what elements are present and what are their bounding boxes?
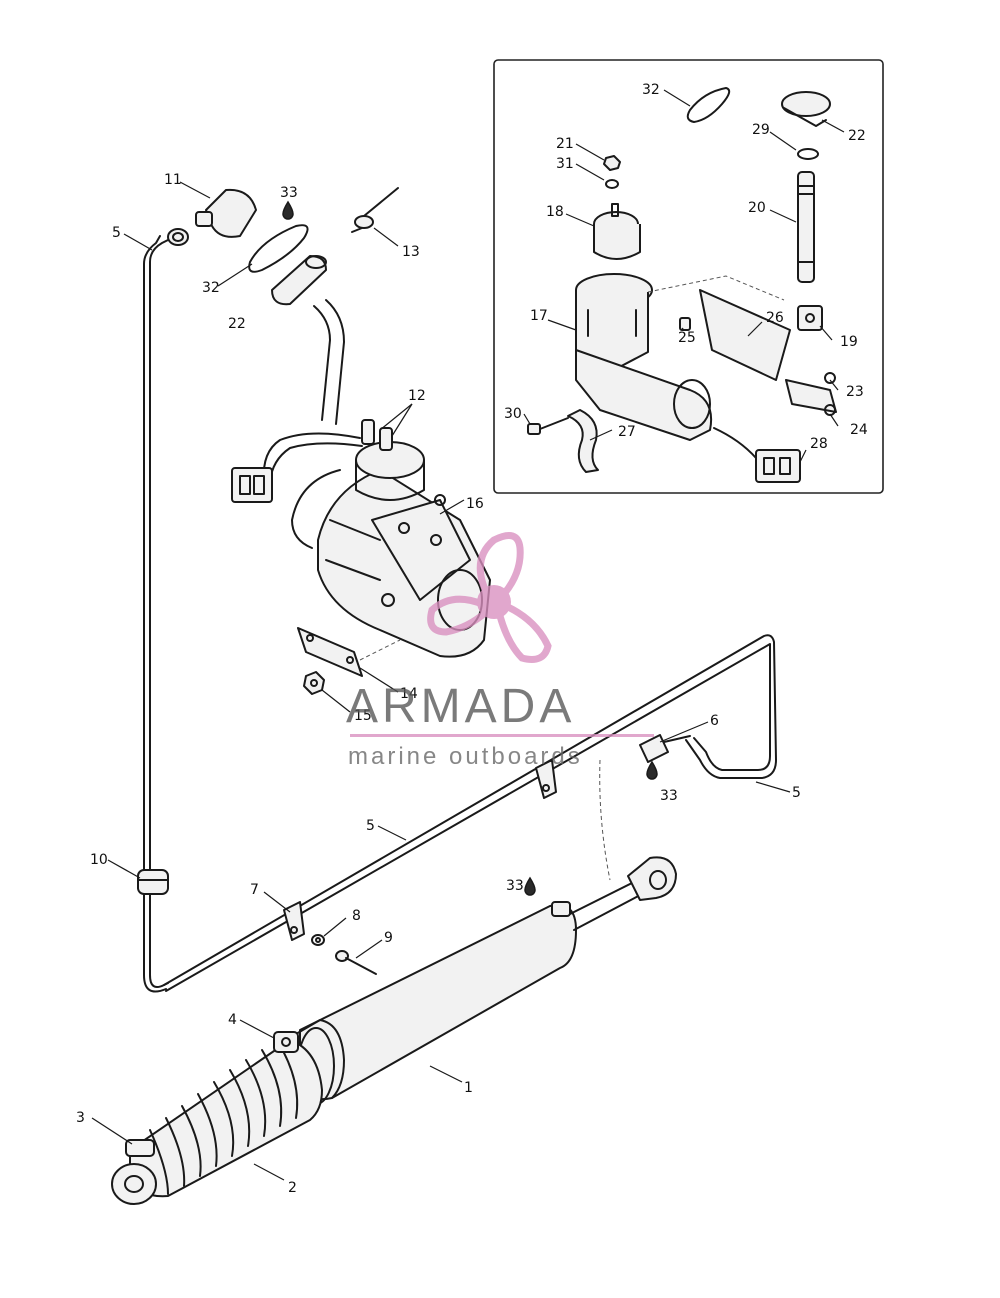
line-clamp-upper xyxy=(535,759,557,799)
inset-washer xyxy=(605,179,619,189)
callout-33-top: 33 xyxy=(280,185,298,201)
propeller-icon xyxy=(427,532,552,663)
elbow-fitting xyxy=(195,188,257,238)
inset-pump-motor xyxy=(575,273,712,441)
callout-19: 19 xyxy=(840,334,858,350)
callout-14: 14 xyxy=(400,686,418,702)
washer xyxy=(311,934,325,946)
callout-16: 16 xyxy=(466,496,484,512)
callout-17: 17 xyxy=(530,308,548,324)
inset-reservoir xyxy=(593,203,641,260)
callout-33-middle: 33 xyxy=(506,878,524,894)
pump-motor-assembly xyxy=(317,441,491,658)
callout-2: 2 xyxy=(288,1180,297,1196)
callout-23: 23 xyxy=(846,384,864,400)
hydraulic-line-long xyxy=(163,634,777,992)
callout-27: 27 xyxy=(618,424,636,440)
inset-guide-line xyxy=(647,275,785,301)
rod-eye xyxy=(627,856,677,901)
cylinder-end-eye xyxy=(111,1163,157,1205)
callout-11: 11 xyxy=(164,172,182,188)
pump-valve-fittings xyxy=(361,419,393,451)
inset-switch-bracket xyxy=(785,372,837,416)
mount-bracket xyxy=(297,627,363,677)
callout-30: 30 xyxy=(504,406,522,422)
inset-filler-tube xyxy=(797,171,815,283)
watermark-divider xyxy=(350,734,654,737)
sealant-drop-icon xyxy=(282,200,294,220)
callout-29: 29 xyxy=(752,122,770,138)
line-fitting xyxy=(639,734,691,763)
trim-cylinder-body xyxy=(295,904,577,1105)
wiring-harness xyxy=(262,432,363,549)
callout-8: 8 xyxy=(352,908,361,924)
callout-20: 20 xyxy=(748,200,766,216)
hex-nut xyxy=(303,671,325,695)
breather-valve xyxy=(351,187,399,233)
callout-22-main: 22 xyxy=(228,316,246,332)
fill-hose xyxy=(313,299,345,425)
inset-relay xyxy=(797,305,823,331)
leader-lines xyxy=(91,89,845,1181)
tee-fitting xyxy=(167,228,189,246)
callout-32-main: 32 xyxy=(202,280,220,296)
cylinder-rod xyxy=(565,879,647,931)
callout-1: 1 xyxy=(464,1080,473,1096)
harness-connector xyxy=(231,467,273,503)
callout-3: 3 xyxy=(76,1110,85,1126)
callout-31: 31 xyxy=(556,156,574,172)
cable-tie xyxy=(248,224,309,273)
boot-clamp-lower xyxy=(125,1139,155,1157)
inset-nut xyxy=(603,155,621,171)
inset-bracket-plate xyxy=(699,289,791,381)
callout-5-middle: 5 xyxy=(366,818,375,834)
callout-7: 7 xyxy=(250,882,259,898)
assembly-guide-line xyxy=(359,639,401,661)
sealant-drop-icon xyxy=(646,760,658,780)
callout-33-right: 33 xyxy=(660,788,678,804)
callout-15: 15 xyxy=(354,708,372,724)
callout-21: 21 xyxy=(556,136,574,152)
callout-22-inset: 22 xyxy=(848,128,866,144)
callout-25: 25 xyxy=(678,330,696,346)
callout-24: 24 xyxy=(850,422,868,438)
callout-5-right: 5 xyxy=(792,785,801,801)
line-grommet xyxy=(137,869,169,895)
fitting-guide-line xyxy=(599,759,611,881)
callout-32-inset: 32 xyxy=(642,82,660,98)
bellows-boot xyxy=(129,1039,323,1198)
cylinder-port-fitting xyxy=(551,901,571,917)
callout-5-left: 5 xyxy=(112,225,121,241)
hose-clamp xyxy=(271,255,327,306)
inset-connector xyxy=(713,427,801,483)
inset-mount-strap xyxy=(567,409,599,473)
callout-10: 10 xyxy=(90,852,108,868)
inset-hose-clamp xyxy=(781,91,831,127)
callout-labels: 1 2 3 4 5 5 5 6 7 8 9 10 11 12 13 14 15 … xyxy=(76,82,868,1196)
callout-26: 26 xyxy=(766,310,784,326)
boot-clamp-upper xyxy=(273,1031,299,1053)
mounting-screw xyxy=(335,950,377,975)
inset-cable-tie xyxy=(686,87,731,123)
inset-plug xyxy=(679,317,691,331)
callout-18: 18 xyxy=(546,204,564,220)
line-clamp-lower xyxy=(283,901,305,941)
inset-bolt xyxy=(527,417,569,435)
callout-13: 13 xyxy=(402,244,420,260)
callout-4: 4 xyxy=(228,1012,237,1028)
callout-12: 12 xyxy=(408,388,426,404)
callout-28: 28 xyxy=(810,436,828,452)
watermark-brand: ARMADA xyxy=(346,680,575,733)
armada-watermark: ARMADA marine outboards xyxy=(346,532,654,770)
callout-6: 6 xyxy=(710,713,719,729)
inset-detail-frame xyxy=(493,59,884,494)
watermark-tagline: marine outboards xyxy=(348,743,583,770)
inset-o-ring xyxy=(797,148,819,160)
sealant-drop-icon xyxy=(524,876,536,896)
callout-9: 9 xyxy=(384,930,393,946)
